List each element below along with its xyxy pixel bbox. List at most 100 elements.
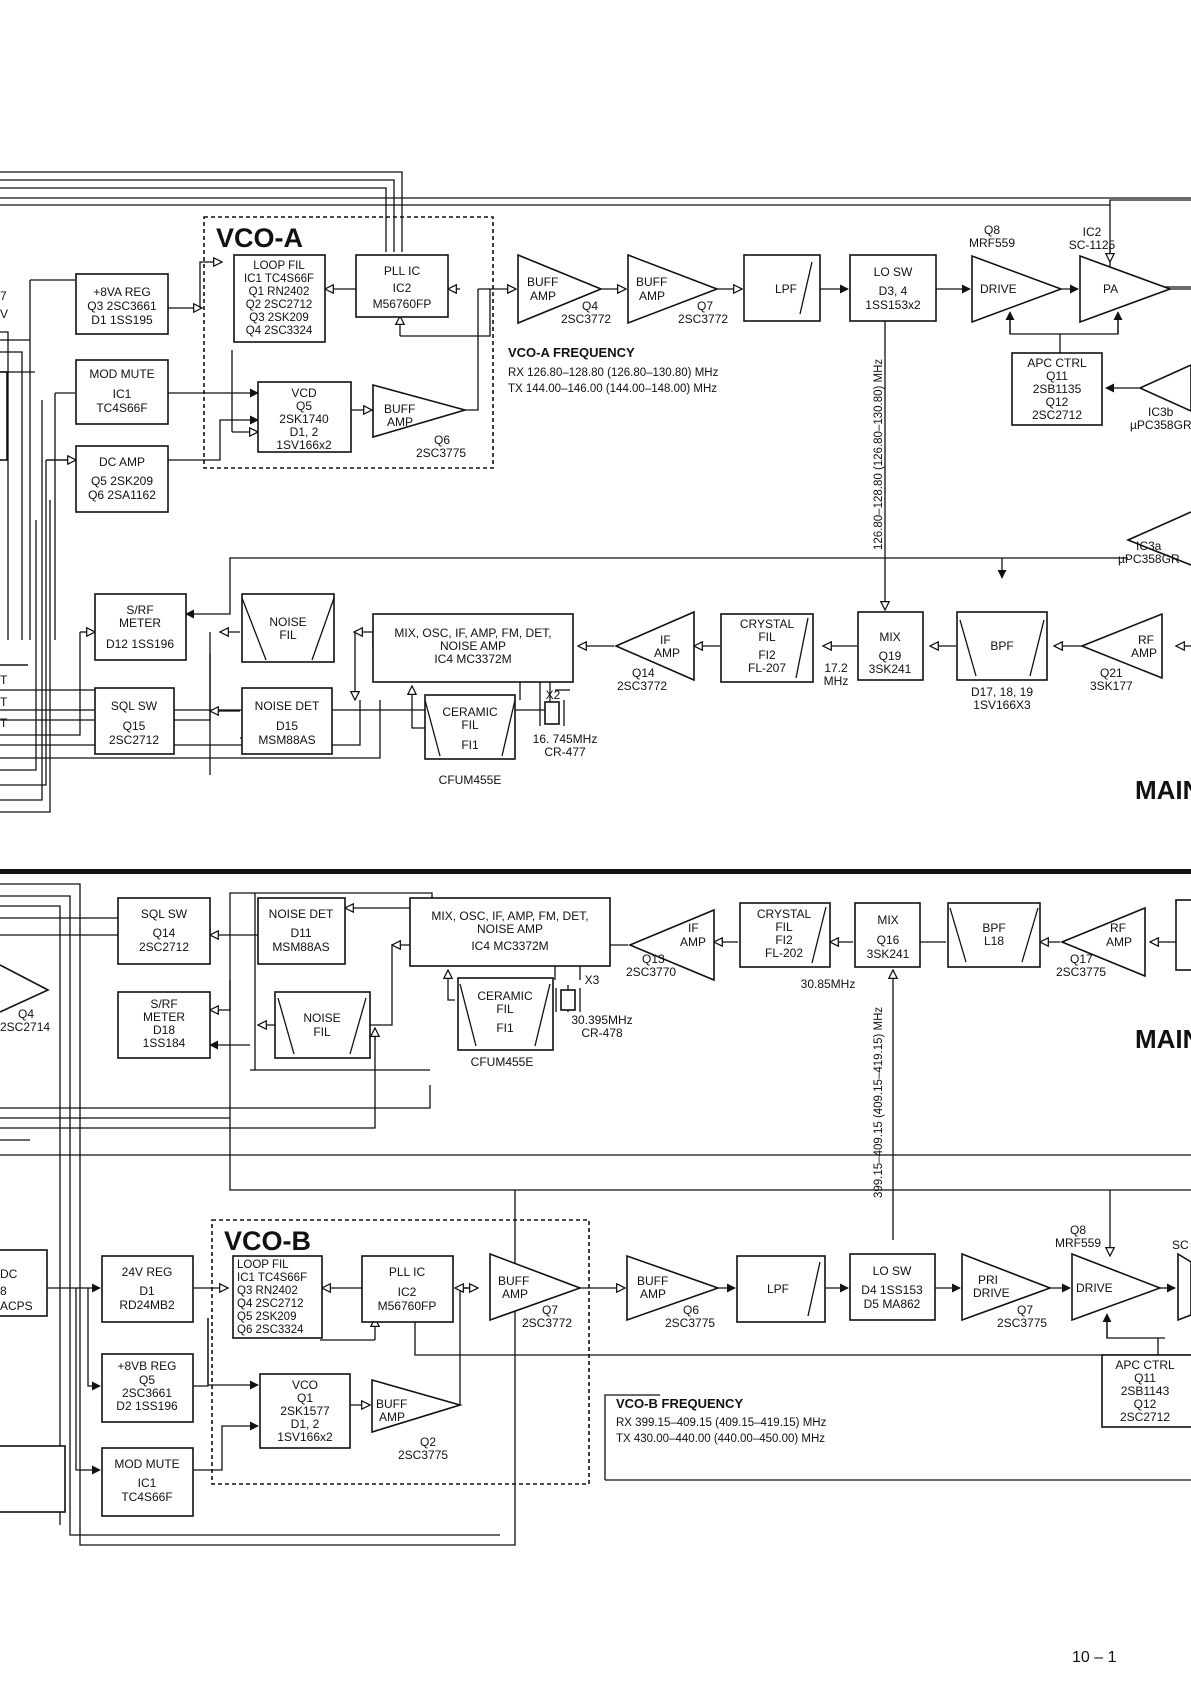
svg-text:24V REG: 24V REG	[122, 1265, 173, 1279]
svg-text:Q3 2SC3661: Q3 2SC3661	[87, 299, 157, 313]
svg-text:MIX, OSC, IF, AMP, FM, DET,: MIX, OSC, IF, AMP, FM, DET,	[394, 626, 551, 640]
svg-text:Q4: Q4	[18, 1007, 34, 1021]
svg-text:RF: RF	[1110, 921, 1126, 935]
svg-text:Q2: Q2	[420, 1435, 436, 1449]
svg-text:BUFF: BUFF	[636, 275, 667, 289]
svg-text:Q13: Q13	[642, 952, 665, 966]
svg-text:Q3 RN2402: Q3 RN2402	[237, 1285, 298, 1297]
svg-text:2SB1143: 2SB1143	[1121, 1384, 1170, 1398]
svg-text:L18: L18	[984, 934, 1004, 948]
svg-text:FL-207: FL-207	[748, 661, 786, 675]
svg-text:Q6: Q6	[683, 1303, 699, 1317]
vcd-3: D1, 2	[290, 425, 319, 439]
svg-text:NOISE: NOISE	[303, 1011, 340, 1025]
pll-ic-a-1: IC2	[393, 281, 412, 295]
svg-text:Q6 2SC3324: Q6 2SC3324	[237, 1324, 304, 1336]
vcd-1: Q5	[296, 399, 312, 413]
svg-text:2SB1135: 2SB1135	[1033, 382, 1082, 396]
svg-text:NOISE AMP: NOISE AMP	[477, 922, 543, 936]
loop-fil-a-1: IC1 TC4S66F	[244, 273, 314, 285]
svg-text:SQL SW: SQL SW	[111, 699, 158, 713]
svg-text:MOD MUTE: MOD MUTE	[89, 367, 154, 381]
svg-text:CFUM455E: CFUM455E	[439, 773, 502, 787]
svg-text:Q5: Q5	[139, 1373, 155, 1387]
svg-text:Q4: Q4	[582, 299, 598, 313]
vcd-box	[257, 381, 352, 453]
svg-text:RX 399.15–409.15 (409.15–419.1: RX 399.15–409.15 (409.15–419.15) MHz	[616, 1417, 827, 1429]
svg-text:BUFF: BUFF	[376, 1397, 407, 1411]
top-rx-chain: S/RF METER D12 1SS196 NOISE FIL MIX, OSC…	[94, 593, 1191, 805]
vco-a-title: VCO-A	[216, 223, 303, 253]
svg-text:RX 126.80–128.80 (126.80–130.8: RX 126.80–128.80 (126.80–130.80) MHz	[508, 367, 719, 379]
svg-text:NOISE AMP: NOISE AMP	[440, 639, 506, 653]
svg-text:Q11: Q11	[1046, 369, 1068, 383]
svg-text:V: V	[0, 307, 8, 321]
svg-text:D1, 2: D1, 2	[291, 1417, 320, 1431]
svg-text:DRIVE: DRIVE	[973, 1286, 1010, 1300]
svg-text:CERAMIC: CERAMIC	[477, 989, 533, 1003]
svg-text:SC: SC	[1172, 1238, 1189, 1252]
svg-text:MIX: MIX	[877, 913, 898, 927]
svg-text:2SC3772: 2SC3772	[617, 679, 667, 693]
svg-text:LO SW: LO SW	[874, 265, 913, 279]
svg-text:1SV166x2: 1SV166x2	[277, 1430, 333, 1444]
buff-q6-1: AMP	[387, 415, 413, 429]
svg-text:TX 144.00–146.00 (144.00–148.0: TX 144.00–146.00 (144.00–148.00) MHz	[508, 383, 717, 395]
svg-text:2SC2714: 2SC2714	[0, 1020, 50, 1034]
svg-text:APC CTRL: APC CTRL	[1115, 1358, 1175, 1372]
svg-text:IF: IF	[660, 633, 671, 647]
svg-text:2SK1577: 2SK1577	[280, 1404, 330, 1418]
vco-b-freq-title: VCO-B FREQUENCY	[616, 1396, 743, 1411]
svg-text:LO SW: LO SW	[873, 1264, 912, 1278]
svg-text:FI1: FI1	[496, 1021, 514, 1035]
svg-text:D2 1SS196: D2 1SS196	[116, 1399, 178, 1413]
svg-text:RD24MB2: RD24MB2	[119, 1298, 175, 1312]
page-number: 10 – 1	[1072, 1649, 1117, 1666]
loop-fil-a-0: LOOP FIL	[253, 260, 305, 272]
svg-text:M56760FP: M56760FP	[378, 1299, 437, 1313]
svg-text:D18: D18	[153, 1023, 175, 1037]
svg-text:PLL IC: PLL IC	[389, 1265, 426, 1279]
svg-text:BUFF: BUFF	[637, 1274, 668, 1288]
svg-text:8: 8	[0, 1284, 7, 1298]
svg-text:16. 745MHz: 16. 745MHz	[533, 732, 598, 746]
svg-text:AMP: AMP	[654, 646, 680, 660]
svg-text:IC2: IC2	[398, 1285, 417, 1299]
svg-text:T: T	[0, 716, 8, 730]
svg-text:APC CTRL: APC CTRL	[1027, 356, 1087, 370]
svg-text:1SV166X3: 1SV166X3	[973, 698, 1031, 712]
vco-a-vertical-freq: 126.80–128.80 (126.80–130.80) MHz	[873, 359, 885, 550]
loop-fil-a-5: Q4 2SC3324	[246, 325, 313, 337]
svg-text:2SC3775: 2SC3775	[997, 1316, 1047, 1330]
section-divider	[0, 869, 1191, 874]
svg-text:IF: IF	[688, 921, 699, 935]
buff-amp-q6-a	[372, 383, 468, 439]
svg-text:2SC3775: 2SC3775	[1056, 965, 1106, 979]
svg-text:Q6 2SA1162: Q6 2SA1162	[88, 488, 156, 502]
svg-text:D4 1SS153: D4 1SS153	[861, 1283, 923, 1297]
svg-text:MIX: MIX	[879, 630, 900, 644]
svg-text:IC1: IC1	[113, 387, 132, 401]
svg-text:METER: METER	[119, 616, 161, 630]
svg-text:+8VA REG: +8VA REG	[93, 285, 150, 299]
svg-text:30.395MHz: 30.395MHz	[571, 1013, 632, 1027]
loop-fil-a-3: Q2 2SC2712	[246, 299, 313, 311]
svg-text:Q4 2SC2712: Q4 2SC2712	[237, 1298, 304, 1310]
svg-text:ACPS: ACPS	[0, 1299, 33, 1313]
svg-text:TC4S66F: TC4S66F	[121, 1490, 172, 1504]
svg-text:NOISE DET: NOISE DET	[269, 907, 334, 921]
vcd-0: VCD	[291, 386, 317, 400]
svg-text:AMP: AMP	[639, 289, 665, 303]
main-label-bottom: MAIN	[1135, 1024, 1191, 1054]
svg-text:BPF: BPF	[982, 921, 1005, 935]
svg-text:Q12: Q12	[1046, 395, 1069, 409]
svg-text:2SC3772: 2SC3772	[561, 312, 611, 326]
svg-text:2SC3772: 2SC3772	[522, 1316, 572, 1330]
pll-ic-a-0: PLL IC	[384, 264, 421, 278]
svg-text:SQL SW: SQL SW	[141, 907, 188, 921]
svg-text:IC4 MC3372M: IC4 MC3372M	[434, 652, 511, 666]
svg-text:D3, 4: D3, 4	[879, 284, 908, 298]
svg-text:D1: D1	[139, 1284, 155, 1298]
vco-a-block: VCO-A LOOP FIL IC1 TC4S66F Q1 RN2402 Q2 …	[203, 216, 494, 469]
